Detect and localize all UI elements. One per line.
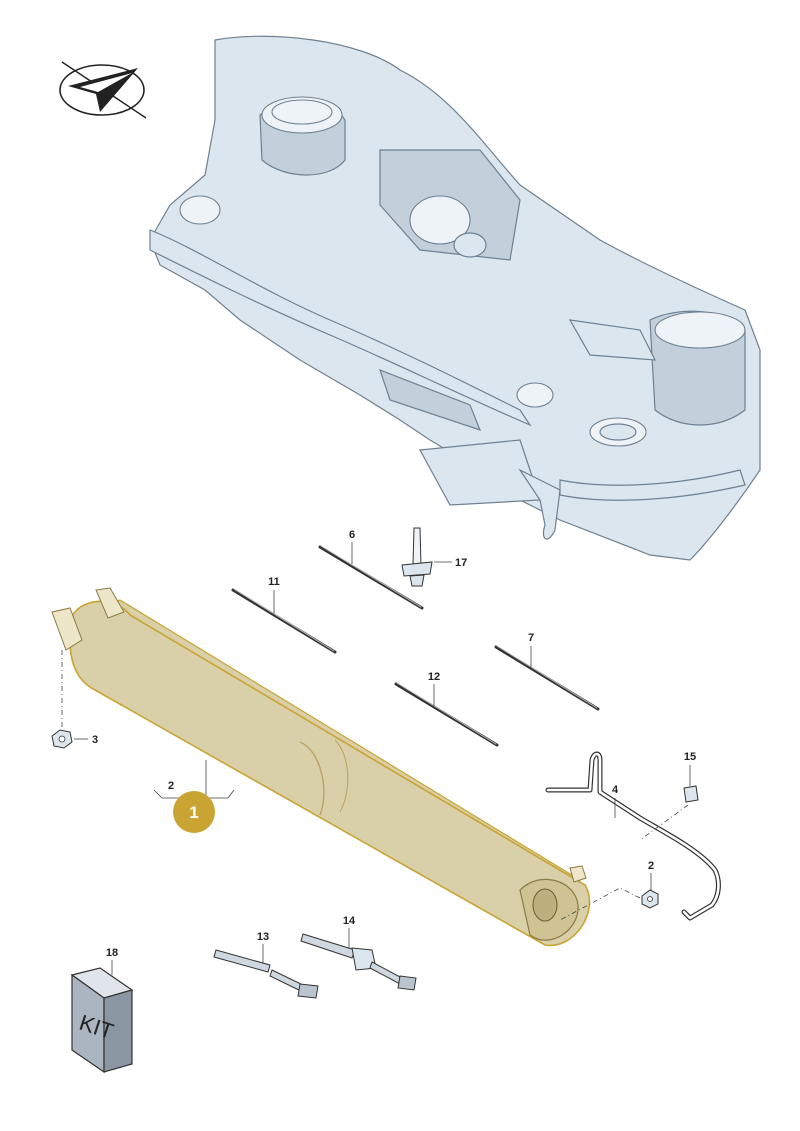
- part-17-clip: [401, 527, 452, 587]
- part-12-rod: [394, 682, 499, 747]
- part-6-rod: [318, 542, 424, 610]
- callout-18: 18: [106, 947, 118, 959]
- part-14-cable-tie: [300, 928, 417, 991]
- part-11-rod: [231, 588, 337, 654]
- callout-17: 17: [455, 557, 467, 569]
- callout-4: 4: [612, 784, 619, 796]
- callout-12: 12: [428, 671, 440, 683]
- callout-2-left: 2: [168, 780, 174, 792]
- rear-axle-subframe: [149, 35, 761, 561]
- part-13-cable-tie: [213, 944, 319, 999]
- callout-15: 15: [684, 751, 696, 763]
- callout-13: 13: [257, 931, 269, 943]
- callout-2-right: 2: [648, 860, 654, 872]
- callout-1: 1: [189, 803, 198, 822]
- direction-arrow-icon: [59, 61, 147, 119]
- part-15-clip: [639, 765, 699, 841]
- callout-11: 11: [268, 576, 280, 588]
- callout-7: 7: [528, 632, 534, 644]
- callout-14: 14: [343, 915, 356, 927]
- part-2-right-nut: [559, 873, 659, 921]
- part-1-badge: 1: [173, 791, 215, 833]
- part-3-nut: [51, 650, 88, 749]
- part-1-muffler-assembly: [51, 587, 591, 947]
- part-4-bracket: [545, 751, 721, 921]
- callout-3: 3: [92, 734, 98, 746]
- callout-6: 6: [349, 529, 355, 541]
- kit-box-icon: KIT: [70, 960, 134, 1074]
- part-7-rod: [494, 645, 600, 711]
